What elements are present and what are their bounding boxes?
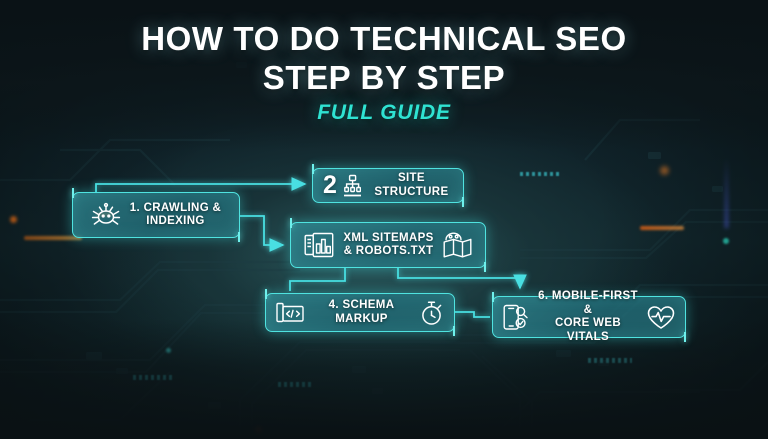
- flow-node-label: 4. SCHEMA MARKUP: [328, 299, 395, 325]
- top-fade-overlay: [0, 0, 768, 150]
- stopwatch-icon: [419, 300, 444, 326]
- subtitle: FULL GUIDE: [317, 101, 451, 124]
- corner-tick: [312, 164, 314, 174]
- corner-tick: [462, 197, 464, 207]
- flow-node-label: XML SITEMAPS & ROBOTS.TXT: [343, 231, 434, 258]
- flow-node-label: 1. CRAWLING & INDEXING: [129, 201, 222, 228]
- flow-node-label: SITE STRUCTURE: [374, 172, 449, 198]
- flow-node-site-structure[interactable]: 2 SITE STRUCTURE: [312, 164, 464, 207]
- title-line-2: STEP BY STEP: [262, 59, 506, 96]
- spider-crawler-icon: [91, 202, 121, 229]
- flow-node-xml-sitemaps-robots[interactable]: XML SITEMAPS & ROBOTS.TXT: [290, 218, 486, 272]
- corner-tick: [72, 188, 74, 198]
- title-block: HOW TO DO TECHNICAL SEO STEP BY STEP FUL…: [0, 22, 768, 125]
- corner-tick: [492, 292, 494, 302]
- connector-schema-to-mobile: [455, 311, 490, 318]
- corner-tick: [290, 218, 292, 228]
- sitemap-document-icon: [304, 232, 334, 258]
- connector-sitemaps-to-schema: [289, 268, 346, 291]
- corner-tick: [238, 232, 240, 242]
- corner-tick: [265, 289, 267, 299]
- corner-tick: [484, 262, 486, 272]
- flow-node-label: 6. MOBILE-FIRST & CORE WEB VITALS: [538, 290, 638, 343]
- folded-map-icon: [443, 232, 472, 259]
- sitemap-hierarchy-icon: [343, 174, 361, 198]
- corner-tick: [453, 326, 455, 336]
- connector-crawling-to-site-structure: [95, 177, 307, 192]
- connector-crawling-to-sitemaps: [240, 215, 285, 252]
- bottom-fade-overlay: [0, 319, 768, 439]
- mobile-phone-icon: [503, 303, 529, 331]
- title-line-1: HOW TO DO TECHNICAL SEO: [141, 20, 627, 57]
- flow-node-number: 2: [323, 171, 337, 199]
- corner-tick: [684, 332, 686, 342]
- flow-node-schema-markup[interactable]: 4. SCHEMA MARKUP: [265, 289, 455, 336]
- flow-node-crawling-indexing[interactable]: 1. CRAWLING & INDEXING: [72, 188, 240, 242]
- flow-node-mobile-first-core-web-vitals[interactable]: 6. MOBILE-FIRST & CORE WEB VITALS: [492, 290, 686, 343]
- connector-sitemaps-to-mobile: [397, 268, 527, 290]
- heart-pulse-icon: [647, 305, 675, 330]
- code-window-icon: [276, 301, 304, 325]
